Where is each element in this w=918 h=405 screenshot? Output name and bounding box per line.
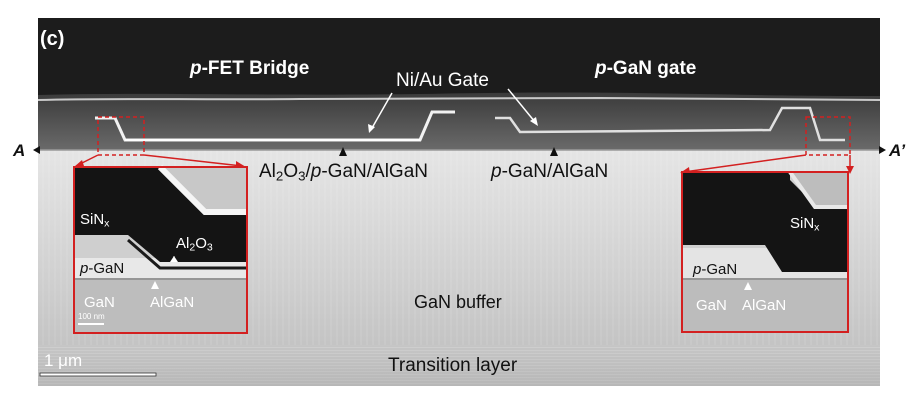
cut-marker-left-arrow: [33, 146, 40, 154]
inset-left-algan-label: AlGaN: [150, 294, 195, 311]
right-gate-metal: [495, 106, 845, 142]
passivation-layer: [38, 92, 880, 150]
inset-left-al2o3-label: Al2O3: [176, 235, 213, 254]
inset-left-scale-label: 100 nm: [78, 312, 105, 321]
inset-left: [73, 164, 248, 334]
inset-right-pgan-label: p-GaN: [693, 261, 738, 278]
zoom-box-right: [805, 116, 851, 156]
zoom-box-left: [97, 116, 145, 156]
cut-marker-right-arrow: [879, 146, 886, 154]
inset-right-gan-label: GaN: [696, 297, 727, 314]
transition-layer-label: Transition layer: [388, 355, 518, 376]
left-stack-label: Al2O3/p-GaN/AlGaN: [259, 161, 428, 184]
gate-callout-label: Ni/Au Gate: [396, 70, 489, 91]
scale-bar: [39, 372, 157, 377]
inset-right: [681, 170, 849, 333]
buffer-layer-label: GaN buffer: [414, 292, 502, 312]
inset-left-pgan-label: p-GaN: [80, 260, 125, 277]
scale-bar-label: 1 μm: [44, 351, 83, 370]
inset-right-sinx-label: SiNx: [790, 215, 820, 234]
panel-label: (c): [40, 28, 65, 50]
region-title-right: p-GaN gate: [595, 58, 697, 79]
inset-right-algan-label: AlGaN: [742, 297, 787, 314]
region-title-left: p-FET Bridge: [190, 58, 310, 79]
inset-left-gan-label: GaN: [84, 294, 115, 311]
cut-marker-right: A’: [889, 141, 906, 160]
right-stack-label: p-GaN/AlGaN: [491, 161, 609, 182]
cut-marker-left: A: [13, 141, 26, 160]
inset-left-sinx-label: SiNx: [80, 211, 110, 230]
